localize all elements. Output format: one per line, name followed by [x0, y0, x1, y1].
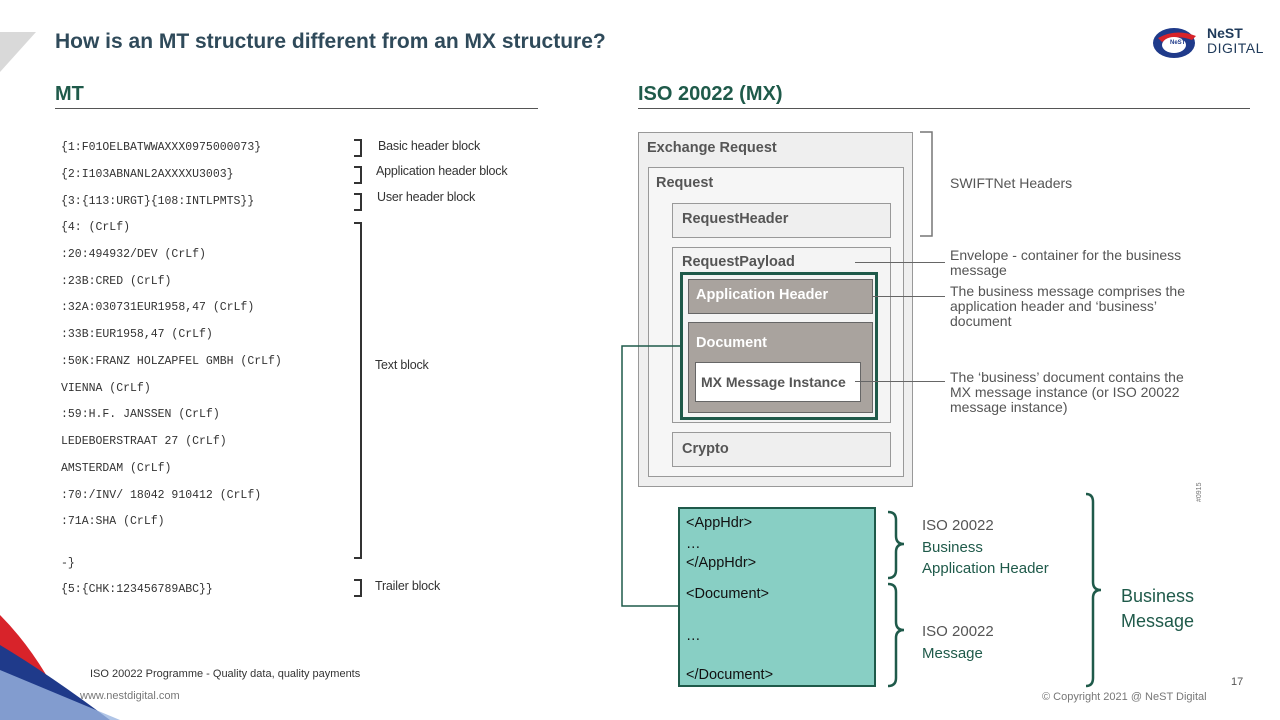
request-label: Request: [656, 175, 714, 191]
mx-heading: ISO 20022 (MX): [638, 83, 783, 105]
mx-message-instance-label: MX Message Instance: [701, 374, 846, 390]
application-header-label: Application Header: [696, 287, 829, 303]
corner-decoration: [0, 32, 36, 72]
mt-divider: [55, 108, 538, 109]
mt-line: {2:I103ABNANL2AXXXXU3003}: [61, 168, 234, 181]
mt-line: {5:{CHK:123456789ABC}}: [61, 583, 213, 596]
mx-message-instance-box: [695, 362, 861, 402]
bah-line3: Application Header: [922, 560, 1049, 577]
bracket: [354, 579, 362, 597]
corner-swoosh: [0, 615, 120, 720]
xml-message-box: [678, 507, 876, 687]
mt-line: :33B:EUR1958,47 (CrLf): [61, 328, 213, 341]
logo-line1: NeST: [1207, 25, 1243, 41]
page-number: 17: [1231, 676, 1244, 688]
connector-line: [621, 345, 682, 607]
mt-line: :50K:FRANZ HOLZAPFEL GMBH (CrLf): [61, 355, 282, 368]
xml-ellipsis: …: [686, 536, 701, 552]
logo-text: NeST DIGITAL: [1207, 26, 1264, 56]
business-message-note: The business message comprises the appli…: [950, 283, 1185, 329]
bah-label: ISO 20022 Business Application Header: [922, 515, 1049, 580]
mt-line: LEDEBOERSTRAAT 27 (CrLf): [61, 435, 227, 448]
pointer-line: [855, 381, 945, 382]
user-header-label: User header block: [377, 190, 476, 204]
bracket: [354, 222, 362, 559]
bah-line2: Business: [922, 538, 983, 556]
xml-ellipsis: …: [686, 628, 701, 644]
application-header-label: Application header block: [376, 164, 508, 178]
xml-document-open: <Document>: [686, 586, 770, 602]
swiftnet-note: SWIFTNet Headers: [950, 175, 1073, 191]
website-link[interactable]: www.nestdigital.com: [80, 690, 180, 702]
logo-line2: DIGITAL: [1207, 40, 1264, 56]
envelope-note: Envelope - container for the business me…: [950, 247, 1182, 278]
xml-apphdr-open: <AppHdr>: [686, 515, 753, 531]
bm-line1: Business: [1121, 586, 1195, 606]
mx-divider: [638, 108, 1250, 109]
mt-line: AMSTERDAM (CrLf): [61, 462, 172, 475]
business-message-label: Business Message: [1121, 584, 1194, 634]
msg-line2: Message: [922, 644, 983, 662]
request-payload-label: RequestPayload: [682, 254, 795, 270]
trailer-block-label: Trailer block: [375, 579, 441, 593]
pointer-line: [855, 262, 945, 263]
mt-line: {1:F01OELBATWWAXXX0975000073}: [61, 141, 262, 154]
document-label: Document: [696, 335, 767, 351]
request-header-box: [672, 203, 891, 238]
crypto-label: Crypto: [682, 441, 729, 457]
mt-line: {4: (CrLf): [61, 221, 131, 234]
swiftnet-bracket: [920, 131, 933, 237]
pointer-line: [873, 296, 945, 297]
mt-line: :32A:030731EUR1958,47 (CrLf): [61, 301, 255, 314]
mt-line: :59:H.F. JANSSEN (CrLf): [61, 408, 220, 421]
mt-line: :71A:SHA (CrLf): [61, 515, 165, 528]
xml-document-close: </Document>: [686, 667, 774, 683]
bm-line2: Message: [1121, 611, 1195, 631]
exchange-request-label: Exchange Request: [647, 140, 777, 156]
application-header-box: [688, 279, 873, 314]
mt-line: VIENNA (CrLf): [61, 382, 151, 395]
basic-header-label: Basic header block: [378, 139, 481, 153]
msg-line1: ISO 20022: [922, 623, 994, 640]
message-label: ISO 20022 Message: [922, 621, 994, 664]
mt-line: :23B:CRED (CrLf): [61, 275, 172, 288]
xml-apphdr-close: </AppHdr>: [686, 555, 757, 571]
business-document-note: The ‘business’ document contains the MX …: [950, 369, 1184, 415]
programme-footer: ISO 20022 Programme - Quality data, qual…: [90, 668, 361, 680]
nest-logo-icon: [1152, 26, 1200, 60]
bracket: [354, 193, 362, 211]
mt-heading: MT: [55, 83, 84, 105]
mt-line: -}: [61, 557, 75, 570]
copyright: © Copyright 2021 @ NeST Digital: [1042, 691, 1207, 703]
logo-badge: NeST: [1170, 40, 1186, 46]
mt-line: {3:{113:URGT}{108:INTLPMTS}}: [61, 195, 255, 208]
curly-braces: [887, 510, 905, 688]
bracket: [354, 139, 362, 157]
bracket: [354, 166, 362, 184]
bah-line1: ISO 20022: [922, 517, 994, 534]
page-title: How is an MT structure different from an…: [55, 30, 606, 53]
request-header-label: RequestHeader: [682, 211, 789, 227]
mt-line: :20:494932/DEV (CrLf): [61, 248, 206, 261]
figure-reference: #0915: [1196, 482, 1203, 502]
text-block-label: Text block: [375, 358, 429, 372]
crypto-box: [672, 432, 891, 467]
mt-line: :70:/INV/ 18042 910412 (CrLf): [61, 489, 262, 502]
business-message-brace: [1085, 492, 1102, 688]
